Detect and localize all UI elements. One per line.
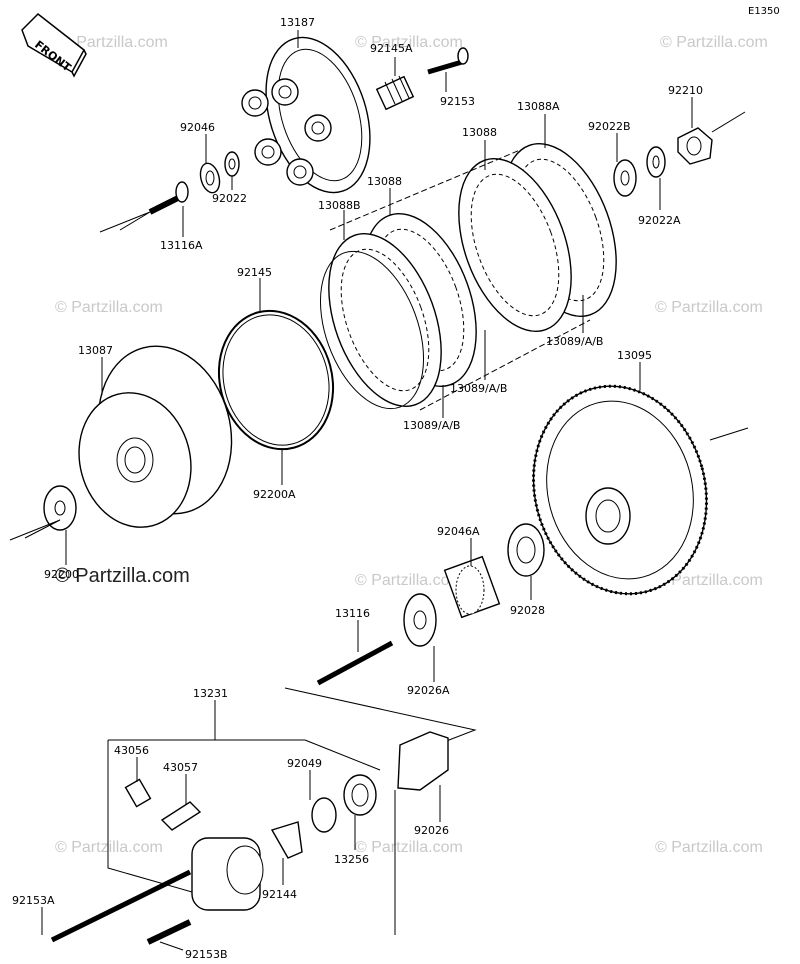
leader-lines: [41, 30, 693, 951]
part-label: 92026A: [407, 684, 450, 697]
part-label: 92153: [440, 95, 475, 108]
part-label: 92144: [262, 888, 297, 901]
watermark: © Partzilla.com: [660, 34, 768, 51]
part-label: 13087: [78, 344, 113, 357]
part-label: 92200A: [253, 488, 296, 501]
part-label: 92210: [668, 84, 703, 97]
piston-spring: [270, 821, 303, 859]
push-rod: [316, 640, 394, 686]
part-label: 92046: [180, 121, 215, 134]
part-label: 13089/A/B: [546, 335, 603, 348]
release-bearing: [199, 151, 240, 194]
part-label: 92145: [237, 266, 272, 279]
housing-collar: [507, 523, 545, 577]
part-label: 92153B: [185, 948, 228, 961]
part-label: 13187: [280, 16, 315, 29]
part-label: 13231: [193, 687, 228, 700]
slave-cylinder-group: [50, 687, 477, 945]
watermark: © Partzilla.com: [655, 572, 763, 589]
part-label: 13089/A/B: [403, 419, 460, 432]
front-arrow: FRONT: [21, 13, 87, 78]
watermark: © Partzilla.com: [355, 572, 463, 589]
part-label: 92046A: [437, 525, 480, 538]
gasket: [397, 731, 449, 791]
long-bolt: [50, 869, 192, 943]
clutch-plate-stack: [319, 143, 617, 411]
part-label: 92022: [212, 192, 247, 205]
needle-bearing: [443, 555, 501, 619]
oil-seal: [311, 797, 337, 833]
part-label: 92028: [510, 604, 545, 617]
part-labels: 13187 92145A 92153 13088A 92022B 92210 9…: [12, 16, 703, 961]
clutch-hub: [78, 345, 233, 528]
watermark: © Partzilla.com: [655, 839, 763, 856]
part-label: 92022A: [638, 214, 681, 227]
clutch-spring: [375, 75, 415, 111]
part-label: 13088: [462, 126, 497, 139]
part-label: 13116: [335, 607, 370, 620]
bleeder-cap: [160, 801, 202, 831]
part-label: 13088A: [517, 100, 560, 113]
part-label: 43057: [163, 761, 198, 774]
wire-ring: [217, 309, 335, 451]
watermark: © Partzilla.com: [355, 34, 463, 51]
part-label: 92153A: [12, 894, 55, 907]
watermark: © Partzilla.com: [355, 839, 463, 856]
watermark: © Partzilla.com: [55, 839, 163, 856]
watermark: © Partzilla.com: [60, 34, 168, 51]
watermark: © Partzilla.com: [655, 299, 763, 316]
pressure-plate: [241, 36, 371, 194]
part-label: 13116A: [160, 239, 203, 252]
short-bolt: [146, 919, 192, 945]
clutch-housing: [532, 384, 749, 596]
part-label: 13088B: [318, 199, 361, 212]
part-label: 92200: [44, 568, 79, 581]
push-rod-a: [99, 181, 189, 233]
watermark-group: © Partzilla.com © Partzilla.com © Partzi…: [55, 34, 768, 856]
watermark-strong: © Partzilla.com: [55, 565, 190, 587]
part-label: 13089/A/B: [450, 382, 507, 395]
part-label: 13095: [617, 349, 652, 362]
diagram-code: E1350: [748, 6, 780, 17]
part-label: 92145A: [370, 42, 413, 55]
spring-bolt: [427, 47, 469, 75]
part-label: 92022B: [588, 120, 631, 133]
watermark: © Partzilla.com: [55, 299, 163, 316]
part-label: 43056: [114, 744, 149, 757]
part-label: 92049: [287, 757, 322, 770]
bleeder-valve: [124, 778, 152, 808]
part-label: 13256: [334, 853, 369, 866]
part-label: 92026: [414, 824, 449, 837]
part-label: 13088: [367, 175, 402, 188]
